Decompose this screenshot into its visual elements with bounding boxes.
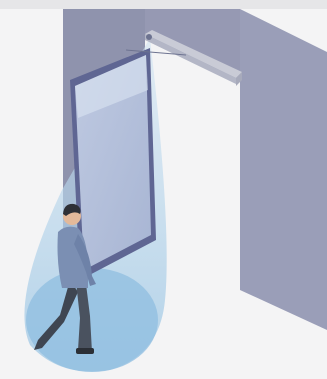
- top-band: [0, 0, 327, 9]
- sensor-icon: [146, 34, 152, 40]
- wall-right-panel: [240, 9, 327, 330]
- person-shoe-front: [76, 348, 94, 354]
